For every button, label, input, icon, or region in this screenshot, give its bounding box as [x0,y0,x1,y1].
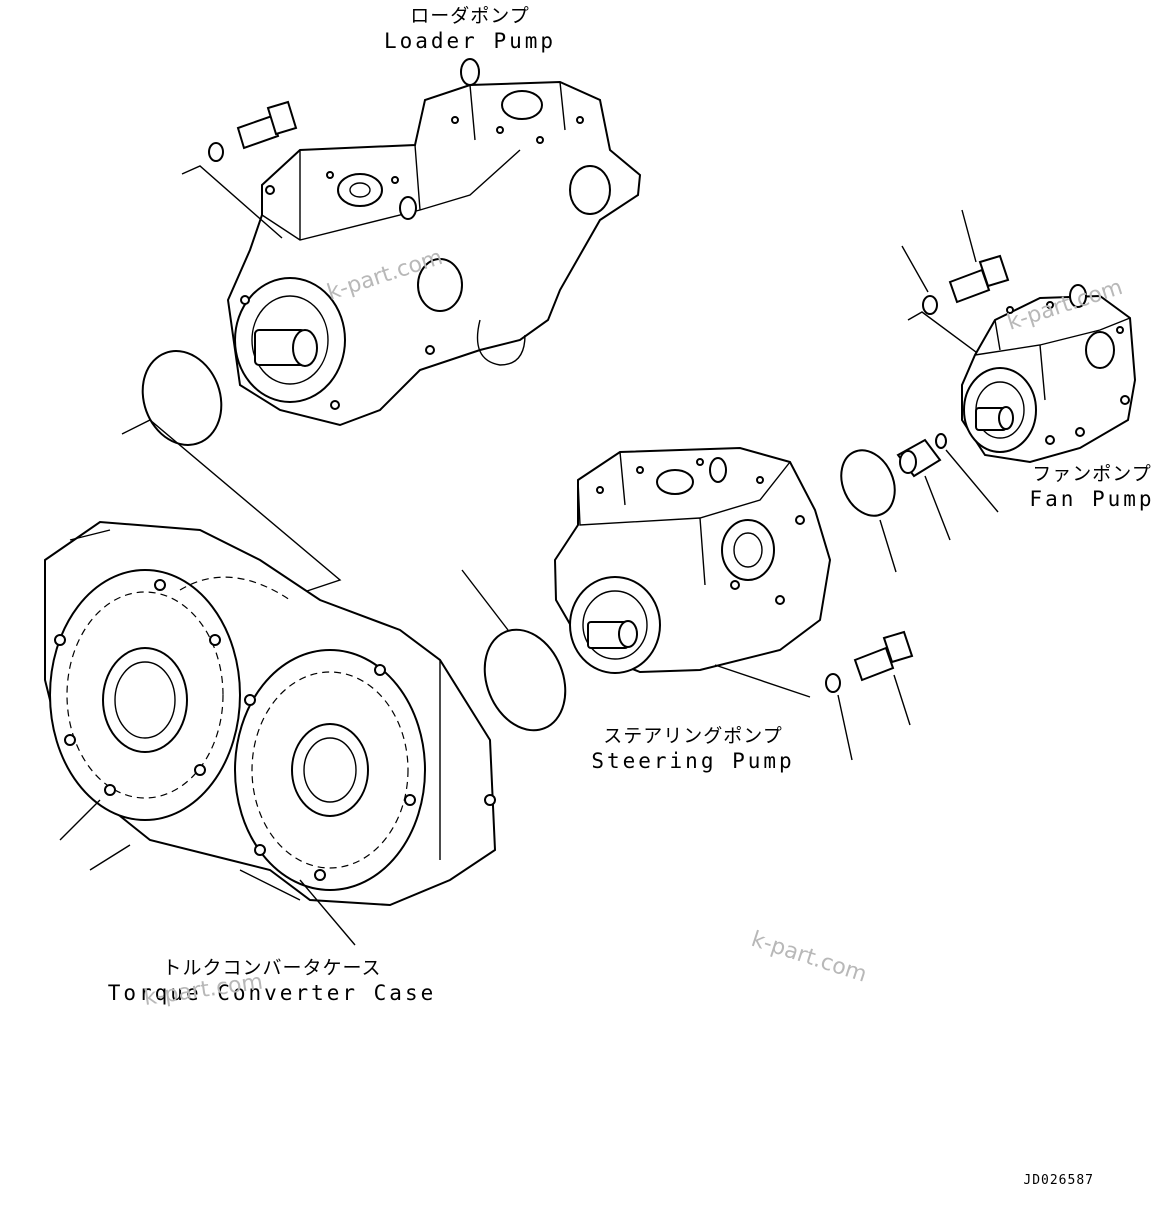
fan-bolt-leaders [901,209,977,353]
steering-o-ring-leader [461,569,509,631]
loader-pump-label-jp: ローダポンプ [410,5,529,27]
torque-converter-case [44,520,497,907]
steering-pump-bolt [853,630,914,682]
steering-pump-bolts [596,458,805,605]
loader-pump-o-ring [141,350,223,446]
steering-pump-o-ring [483,628,567,732]
fan-part-leaders [879,449,999,573]
loader-pump-label-en: Loader Pump [384,29,556,53]
torque-converter-label-en: Torque Converter Case [108,981,437,1005]
loader-pump-o-ring-leader [121,419,342,601]
steering-pump-washer [825,673,841,693]
loader-pump-bolts [240,116,584,410]
loader-pump-leader [181,165,283,239]
fan-pump-washer [922,295,938,315]
converter-label-leader [299,879,356,946]
fan-pump-o-ring [840,449,896,517]
converter-case-bolts [54,579,496,881]
steering-pump [553,446,832,674]
watermark: k-part.com [748,927,870,988]
drawing-code: JD026587 [1023,1173,1094,1188]
fan-pump-label-en: Fan Pump [1029,487,1154,511]
loader-pump [226,58,642,427]
fan-pump-bolts [1006,301,1130,445]
loader-pump-washer [208,142,224,162]
fan-pump-label-jp: ファンポンプ [1032,463,1151,485]
fan-pump-small-o-ring [935,433,947,449]
steering-pump-label-en: Steering Pump [591,749,794,773]
loader-pump-bolt [236,100,298,150]
fan-pump-coupling [896,438,942,478]
steering-pump-label-jp: ステアリングポンプ [603,725,782,747]
torque-converter-label-jp: トルクコンバータケース [162,957,381,979]
fan-pump [961,284,1137,464]
fan-pump-bolt [948,254,1010,304]
steering-bolt-leaders [714,664,911,761]
